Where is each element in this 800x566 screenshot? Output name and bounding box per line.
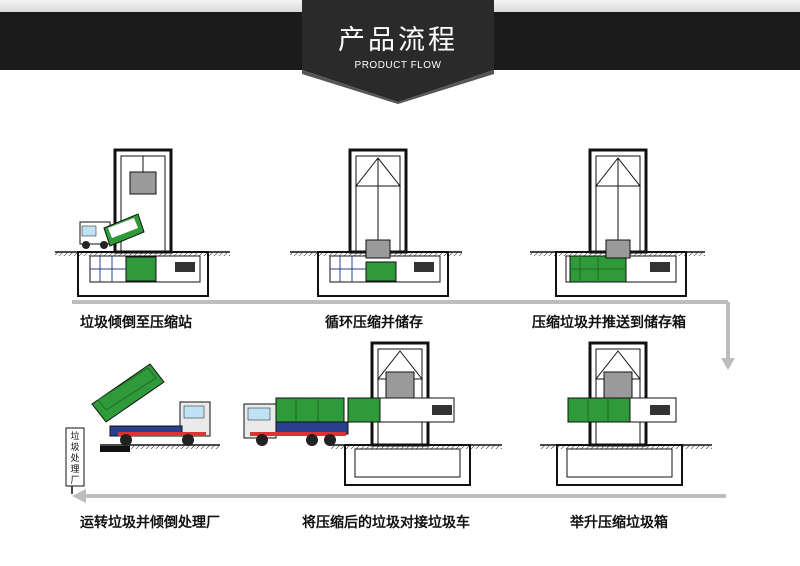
- station-4: [540, 341, 712, 486]
- sign-text: 垃圾处理厂: [70, 432, 80, 486]
- station-3: [530, 148, 705, 297]
- flow-arrow-top: [72, 300, 735, 370]
- step-2-caption: 循环压缩并储存: [325, 315, 423, 331]
- page-subtitle: PRODUCT FLOW: [354, 60, 442, 71]
- step-6-caption: 运转垃圾并倾倒处理厂: [80, 515, 220, 531]
- header-banner: [302, 0, 494, 104]
- station-5: [243, 341, 502, 486]
- page-title: 产品流程: [338, 25, 458, 56]
- step-4-caption: 举升压缩垃圾箱: [570, 515, 668, 531]
- station-2: [290, 148, 462, 297]
- step-5-caption: 将压缩后的垃圾对接垃圾车: [302, 515, 470, 531]
- station-1: [55, 148, 230, 297]
- step-1-caption: 垃圾倾倒至压缩站: [80, 315, 192, 331]
- station-6: [65, 363, 220, 494]
- step-3-caption: 压缩垃圾并推送到储存箱: [532, 315, 686, 331]
- flow-arrow-bottom: [72, 489, 726, 503]
